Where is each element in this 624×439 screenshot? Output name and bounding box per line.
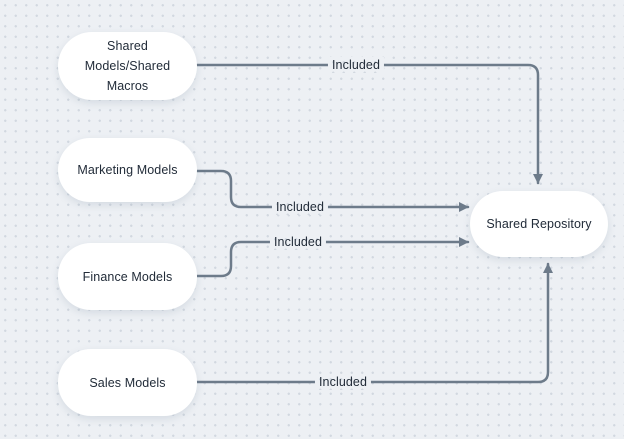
- edge-sales-models-to-shared-repository: [195, 262, 553, 384]
- node-label: Marketing Models: [77, 163, 178, 177]
- edge-label-included-1: Included: [327, 57, 385, 73]
- node-shared-repository: Shared Repository: [470, 191, 608, 257]
- node-marketing-models: Marketing Models: [58, 138, 197, 202]
- edge-marketing-models-to-shared-repository: [195, 169, 470, 212]
- node-label: Shared Repository: [486, 217, 592, 231]
- edge-finance-models-to-shared-repository: [195, 237, 470, 278]
- node-label: Shared Models/Shared Macros: [84, 39, 171, 93]
- node-label: Sales Models: [89, 375, 166, 390]
- edge-label-included-2: Included: [271, 199, 329, 215]
- edge-label-included-4: Included: [314, 374, 372, 390]
- node-shared-models-shared-macros: Shared Models/Shared Macros: [58, 32, 197, 100]
- edge-label-included-3: Included: [269, 234, 327, 250]
- edge-shared-models-to-shared-repository: [195, 63, 543, 185]
- node-finance-models: Finance Models: [58, 243, 197, 310]
- node-label: Finance Models: [82, 269, 173, 284]
- node-sales-models: Sales Models: [58, 349, 197, 416]
